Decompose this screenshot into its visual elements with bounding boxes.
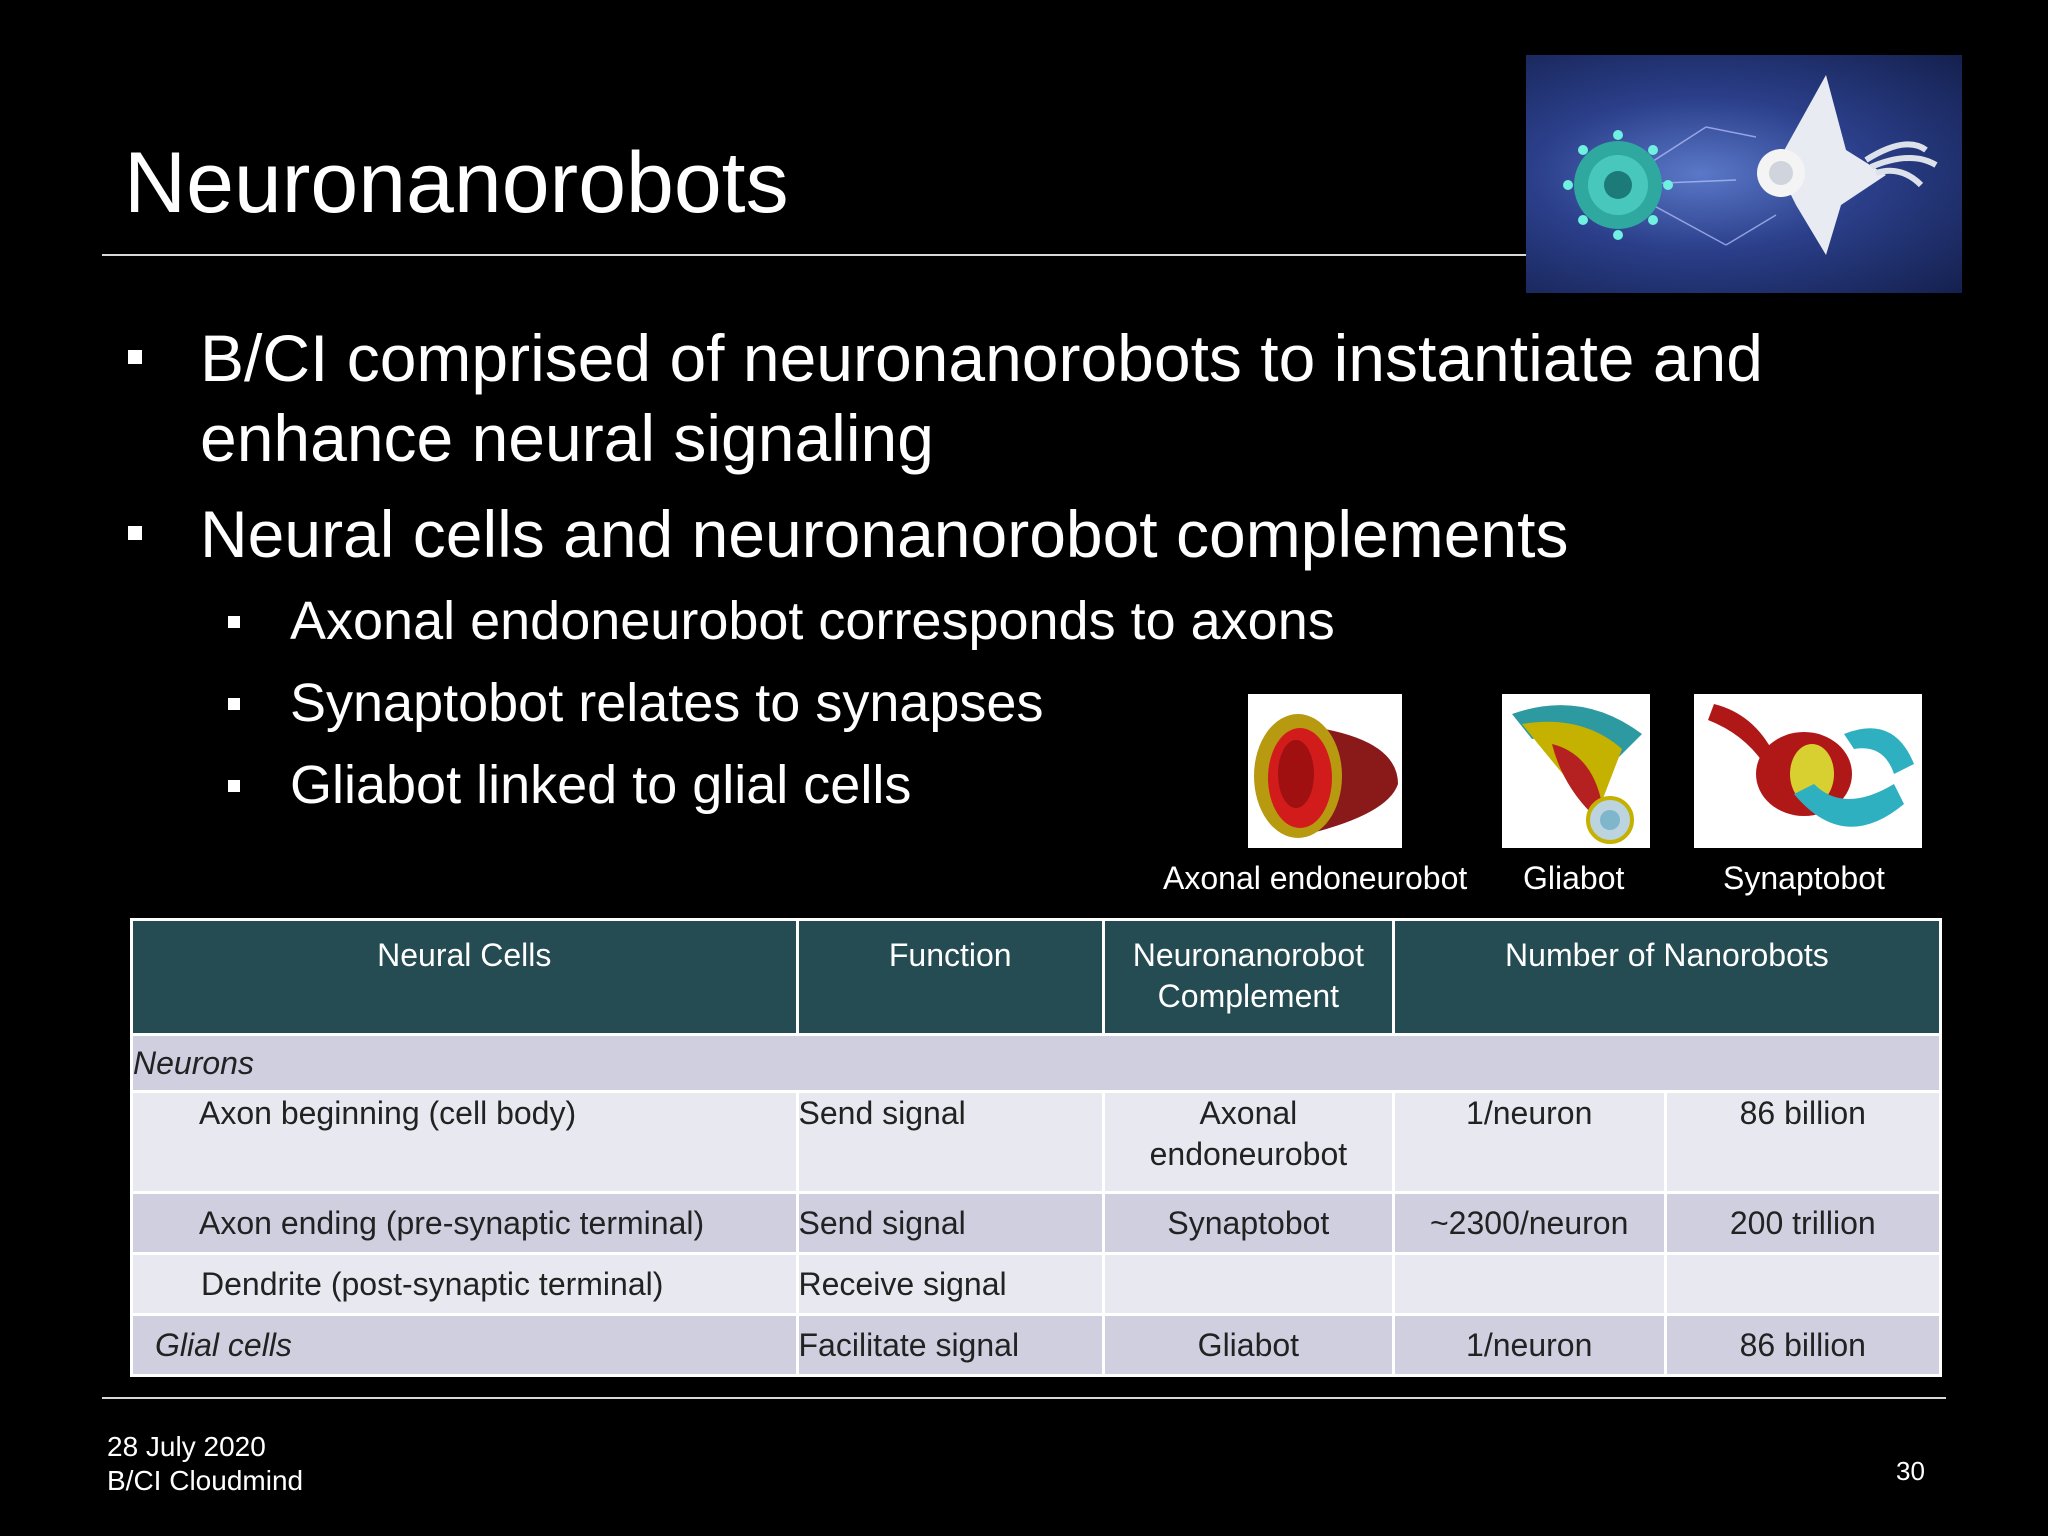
caption-synaptobot: Synaptobot xyxy=(1723,860,1885,896)
footer-divider xyxy=(102,1397,1946,1399)
table-cell: Glial cells xyxy=(130,1313,799,1377)
table-cell: Receive signal xyxy=(795,1252,1105,1316)
table-cell: Dendrite (post-synaptic terminal) xyxy=(130,1252,799,1316)
table-cell xyxy=(1101,1252,1395,1316)
caption-axonal-endoneurobot: Axonal endoneurobot xyxy=(1163,860,1468,896)
title-divider xyxy=(102,254,1526,256)
table-cell xyxy=(1663,1252,1943,1316)
table-cell xyxy=(1391,1252,1667,1316)
table-cell: ~2300/neuron xyxy=(1391,1191,1667,1255)
table-cell: Facilitate signal xyxy=(795,1313,1105,1377)
table-header-row: Neural Cells Function Neuronanorobot Com… xyxy=(130,918,1943,1036)
sub-bullet-text: Gliabot linked to glial cells xyxy=(290,755,912,815)
footer-info: 28 July 2020 B/CI Cloudmind xyxy=(107,1430,303,1498)
bullet-marker xyxy=(228,616,240,628)
table-cell: Axonal endoneurobot xyxy=(1101,1090,1395,1194)
table-cell: 200 trillion xyxy=(1663,1191,1943,1255)
table-cell: 86 billion xyxy=(1663,1090,1943,1194)
table-row: Axon ending (pre-synaptic terminal) Send… xyxy=(130,1191,1943,1255)
slide-title: Neuronanorobots xyxy=(124,135,789,231)
footer-date: 28 July 2020 xyxy=(107,1431,266,1462)
table-cell: Synaptobot xyxy=(1101,1191,1395,1255)
bullet-text: B/CI comprised of neuronanorobots to ins… xyxy=(200,321,1763,475)
caption-gliabot: Gliabot xyxy=(1523,860,1625,896)
table-cell: 86 billion xyxy=(1663,1313,1943,1377)
bullet-list: B/CI comprised of neuronanorobots to ins… xyxy=(124,318,1884,836)
sub-bullet-item: Gliabot linked to glial cells xyxy=(124,754,1884,816)
axonal-endoneurobot-image xyxy=(1248,694,1402,848)
column-header: Neural Cells xyxy=(130,918,799,1036)
nanorobot-illustration xyxy=(1526,55,1962,293)
bullet-item: Neural cells and neuronanorobot compleme… xyxy=(124,494,1884,574)
bullet-text: Neural cells and neuronanorobot compleme… xyxy=(200,497,1569,571)
bullet-marker xyxy=(128,350,142,364)
table-cell: Send signal xyxy=(795,1090,1105,1194)
table-cell: Send signal xyxy=(795,1191,1105,1255)
table-section-row: Neurons xyxy=(130,1033,1942,1093)
synaptobot-image xyxy=(1694,694,1922,848)
page-number: 30 xyxy=(1896,1456,1925,1486)
table-cell: 1/neuron xyxy=(1391,1090,1667,1194)
gliabot-image xyxy=(1502,694,1650,848)
table-row: Axon beginning (cell body) Send signal A… xyxy=(130,1090,1943,1194)
table-cell: Gliabot xyxy=(1101,1313,1395,1377)
bullet-marker xyxy=(128,526,142,540)
table-row: Glial cells Facilitate signal Gliabot 1/… xyxy=(130,1313,1943,1377)
section-label: Neurons xyxy=(130,1033,1942,1093)
column-header: Number of Nanorobots xyxy=(1391,918,1943,1036)
column-header: Neuronanorobot Complement xyxy=(1101,918,1395,1036)
table-cell: Axon beginning (cell body) xyxy=(130,1090,799,1194)
sub-bullet-item: Synaptobot relates to synapses xyxy=(124,672,1884,734)
sub-bullet-text: Axonal endoneurobot corresponds to axons xyxy=(290,591,1335,651)
neural-cells-table: Neural Cells Function Neuronanorobot Com… xyxy=(130,918,1943,1377)
sub-bullet-item: Axonal endoneurobot corresponds to axons xyxy=(124,590,1884,652)
table-cell: 1/neuron xyxy=(1391,1313,1667,1377)
sub-bullet-text: Synaptobot relates to synapses xyxy=(290,673,1044,733)
column-header: Function xyxy=(795,918,1105,1036)
footer-org: B/CI Cloudmind xyxy=(107,1465,304,1496)
table-row: Dendrite (post-synaptic terminal) Receiv… xyxy=(130,1252,1943,1316)
bullet-item: B/CI comprised of neuronanorobots to ins… xyxy=(124,318,1884,478)
bullet-marker xyxy=(228,698,240,710)
bullet-marker xyxy=(228,780,240,792)
table-cell: Axon ending (pre-synaptic terminal) xyxy=(130,1191,799,1255)
